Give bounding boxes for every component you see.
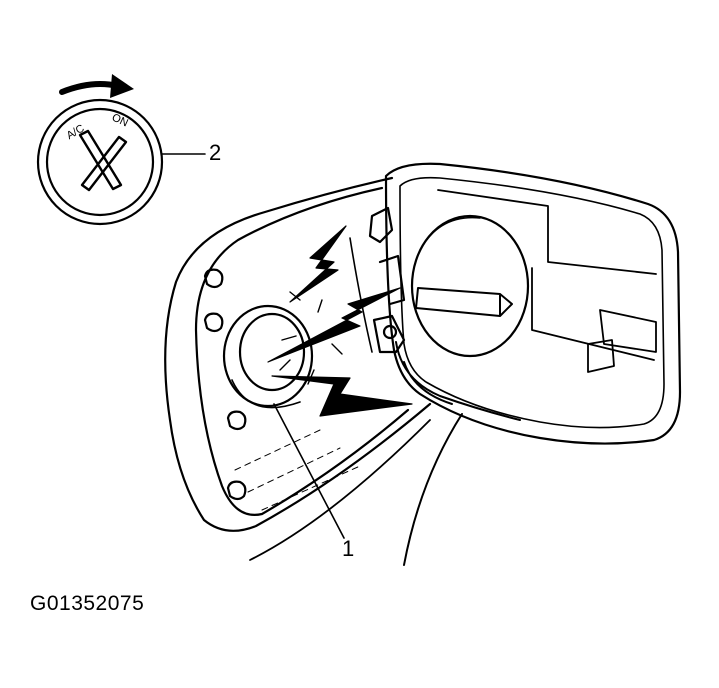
rotation-arrow [59,81,121,95]
fuel-door-outer [384,162,682,445]
mount-hole [226,480,247,501]
mount-hole [203,268,224,289]
cap-on-door-rim [419,216,481,251]
cap-inner-ring [45,107,155,217]
gas-cap-inset: A/C ON [36,74,206,226]
rotation-arrow-head [110,74,134,98]
lightning-bolt [267,287,401,363]
spark-lines [279,291,343,385]
static-discharge-symbols [267,225,413,417]
panel-outer-outline [164,176,432,532]
hinge-bracket [349,206,406,354]
filler-neck [222,304,314,409]
recess-outline [194,186,410,516]
filler-neck-lower-lip [231,379,301,409]
hinge-arm-lower [403,413,463,566]
body-panel [164,176,432,561]
lightning-bolt [289,225,347,303]
recess-edge-lower [249,419,431,561]
door-latch-tab [587,309,657,373]
callout-2: 2 [209,140,222,165]
mount-hole [226,410,247,431]
leader-line-1 [273,403,345,539]
callout-1: 1 [342,536,355,561]
figure-id: G01352075 [30,592,145,615]
cap-handle [415,287,513,317]
fuel-door-inner [399,176,665,429]
mount-hole [203,312,224,333]
filler-neck-inner [238,312,306,392]
cap-marking-on: ON [110,112,130,130]
hinge-arm [395,341,521,421]
lightning-bolt [271,375,413,417]
cap-x-handle [78,129,128,192]
recess-hatch [234,429,361,511]
fuel-door [384,162,682,445]
cap-outer-ring [36,98,164,226]
cap-on-door [410,214,530,358]
filler-neck-outer [222,304,314,408]
